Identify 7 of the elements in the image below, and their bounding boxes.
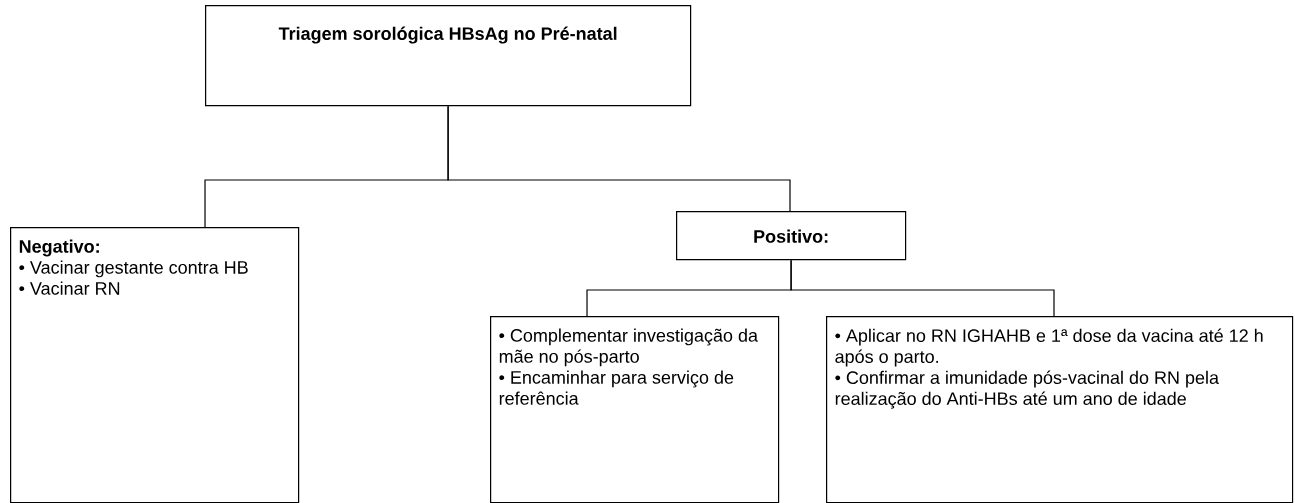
action-box: • Complementar investigação da mãe no pós-parto • Encaminhar para serviço de referência bbox=[490, 316, 780, 503]
title-box: Triagem sorológica HBsAg no Pré-natal bbox=[205, 5, 692, 107]
result-box: Positivo: bbox=[676, 211, 907, 261]
result-box: Negativo: • Vacinar gestante contra HB • Vacinar RN bbox=[10, 227, 300, 503]
action-box: • Aplicar no RN IGHAHB e 1ª dose da vacina até 12 h após o parto. • Confirmar a imunidade pós-vacinal do RN pela realização do Anti-HBs até um ano de idade bbox=[826, 316, 1294, 503]
connector-line bbox=[790, 259, 1055, 317]
connector-line bbox=[447, 105, 791, 212]
